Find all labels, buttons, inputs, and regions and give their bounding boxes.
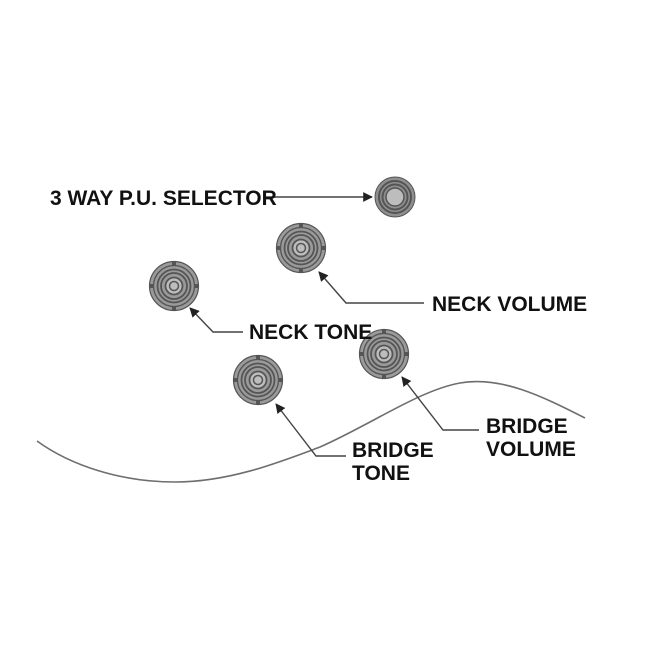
knob-tick-mark — [256, 356, 260, 360]
bridge-tone-knob[interactable] — [232, 354, 284, 406]
knob-tick-mark — [172, 262, 176, 266]
bridge-tone-label: BRIDGE TONE — [352, 439, 440, 485]
knob-ring — [156, 268, 192, 304]
knob-ring — [287, 234, 315, 262]
knob-ring — [283, 230, 319, 266]
knob-tick-mark — [278, 378, 282, 382]
knob-hub — [168, 280, 180, 292]
neck-tone-knob[interactable] — [148, 260, 200, 312]
knob-ring — [160, 272, 188, 300]
knob-tick-mark — [172, 306, 176, 310]
knob-ring — [370, 340, 398, 368]
neck-tone-leader-line — [189, 307, 243, 333]
selector-label: 3 WAY P.U. SELECTOR — [50, 187, 277, 210]
knob-ring — [244, 366, 272, 394]
guitar-body-outline — [36, 380, 586, 483]
bridge-volume-leader-line — [401, 376, 479, 431]
pickup-selector-switch[interactable] — [374, 176, 416, 218]
knob-tick-mark — [194, 284, 198, 288]
neck-tone-label: NECK TONE — [249, 321, 372, 344]
knob-tick-mark — [150, 284, 154, 288]
knob-tick-mark — [321, 246, 325, 250]
knob-tick-mark — [234, 378, 238, 382]
knob-hub — [252, 374, 264, 386]
neck-volume-leader-line — [318, 271, 424, 304]
knob-tick-mark — [299, 268, 303, 272]
bridge-tone-leader-line — [275, 403, 346, 457]
knob-hub — [295, 242, 307, 254]
knob-tick-mark — [404, 352, 408, 356]
knob-tick-mark — [256, 400, 260, 404]
knob-tick-mark — [360, 352, 364, 356]
bridge-volume-label: BRIDGE VOLUME — [486, 415, 576, 461]
neck-volume-knob[interactable] — [275, 222, 327, 274]
knob-hub — [378, 348, 390, 360]
bridge-volume-knob[interactable] — [358, 328, 410, 380]
knob-tick-mark — [299, 224, 303, 228]
knob-tick-mark — [382, 374, 386, 378]
knob-ring — [240, 362, 276, 398]
knob-ring — [366, 336, 402, 372]
knob-tick-mark — [382, 330, 386, 334]
knob-tick-mark — [277, 246, 281, 250]
neck-volume-label: NECK VOLUME — [432, 293, 587, 316]
